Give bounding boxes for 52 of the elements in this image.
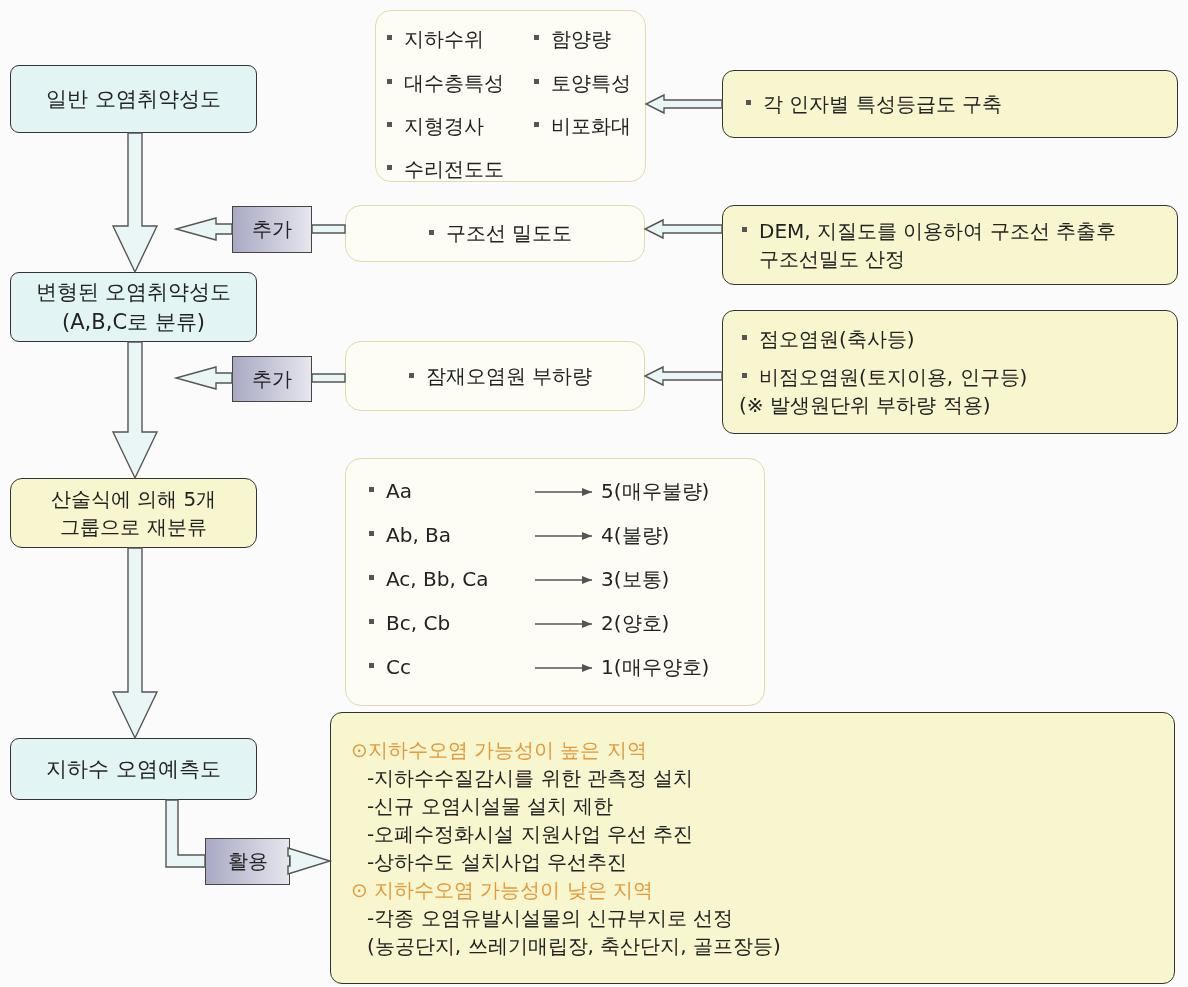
- list-item: -각종 오염유발시설물의 신규부지로 선정 (농공단지, 쓰레기매립장, 축산단지, 골프장등): [366, 905, 782, 960]
- block-arrow: [173, 366, 233, 390]
- note-box: [722, 205, 1178, 285]
- section-heading: ⊙ 지하수오염 가능성이 낮은 지역: [351, 877, 655, 904]
- grade-label: 4(불량): [601, 521, 761, 549]
- arrow: [534, 532, 593, 540]
- process-box: [10, 478, 257, 548]
- box-text: 추가: [252, 216, 292, 243]
- list-panel: [375, 10, 646, 182]
- list-item: -상하수도 설치사업 우선추진: [366, 849, 628, 876]
- input-box: [345, 341, 645, 411]
- step-box: [205, 838, 290, 885]
- grade-label: 5(매우불량): [601, 477, 761, 505]
- block-arrow: [173, 217, 233, 241]
- block-arrow: [111, 341, 159, 480]
- mapping-panel: [345, 458, 765, 706]
- note-box: [722, 310, 1178, 434]
- box-text: 일반 오염취약성도: [46, 86, 221, 113]
- step-box: [232, 206, 312, 253]
- connector-bar: [165, 799, 206, 868]
- block-arrow: [111, 547, 159, 740]
- connector-bar: [311, 224, 346, 234]
- arrow: [534, 576, 593, 584]
- arrow: [534, 620, 593, 628]
- box-text: 변형된 오염취약성도 (A,B,C로 분류): [34, 279, 233, 336]
- box-text: 활용: [227, 848, 268, 875]
- box-text: 지하수 오염예측도: [46, 756, 221, 783]
- section-heading: ⊙지하수오염 가능성이 높은 지역: [351, 737, 648, 764]
- block-arrow: [287, 847, 333, 875]
- grade-label: 3(보통): [601, 565, 761, 593]
- result-box: [330, 712, 1175, 984]
- list-item: -신규 오염시설물 설치 제한: [366, 793, 615, 820]
- connector-bar: [311, 373, 346, 383]
- block-arrow: [643, 218, 723, 240]
- arrow: [534, 488, 593, 496]
- grade-label: 1(매우양호): [601, 653, 761, 681]
- box-text: 산술식에 의해 5개 그룹으로 재분류: [49, 486, 218, 541]
- grade-label: 2(양호): [601, 609, 761, 637]
- list-item: (※ 발생원단위 부하량 적용): [739, 392, 992, 419]
- step-box: [232, 356, 312, 402]
- list-item: -지하수수질감시를 위한 관측정 설치: [366, 765, 695, 792]
- arrow: [534, 664, 593, 672]
- process-box: [10, 272, 257, 342]
- list-item: -오폐수정화시설 지원사업 우선 추진: [366, 821, 695, 848]
- input-box: [345, 205, 645, 262]
- note-box: [722, 70, 1178, 138]
- process-box: [10, 738, 257, 800]
- block-arrow: [644, 93, 723, 115]
- block-arrow: [111, 132, 159, 274]
- box-text: 추가: [252, 365, 292, 393]
- process-box: [10, 65, 257, 133]
- block-arrow: [643, 365, 723, 387]
